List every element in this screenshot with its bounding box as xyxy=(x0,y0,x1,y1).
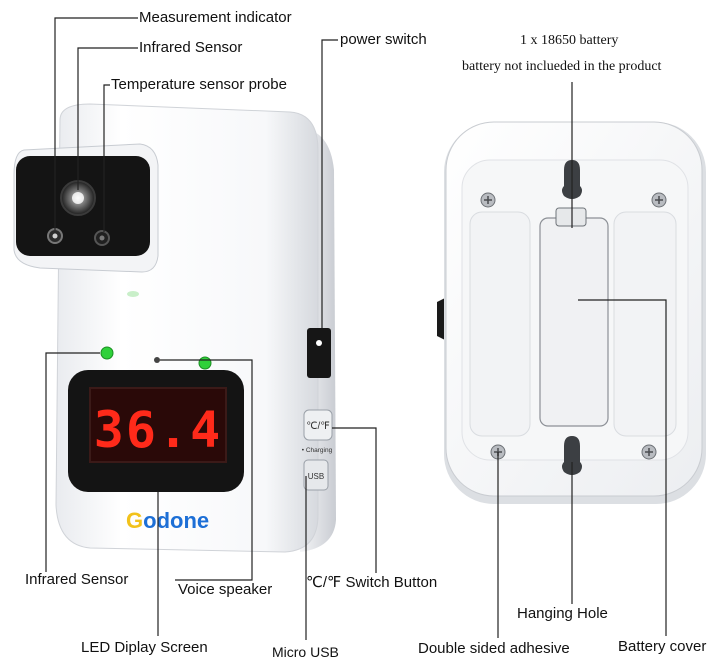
speaker-hole xyxy=(154,357,160,363)
label-micro-usb: Micro USB xyxy=(272,644,339,660)
micro-usb-port xyxy=(303,459,329,491)
label-infrared-sensor-bottom: Infrared Sensor xyxy=(25,571,129,588)
label-battery-line1: 1 x 18650 battery xyxy=(520,33,619,48)
svg-text:• Charging: • Charging xyxy=(302,447,333,454)
label-hanging-hole: Hanging Hole xyxy=(517,605,608,622)
power-switch xyxy=(307,328,331,378)
brand-logo: Godone xyxy=(126,508,209,533)
indicator-green-left xyxy=(100,346,114,360)
label-power-switch: power switch xyxy=(340,31,427,48)
label-adhesive: Double sided adhesive xyxy=(418,640,570,657)
label-voice-speaker: Voice speaker xyxy=(178,581,273,598)
label-battery-cover: Battery cover xyxy=(618,638,707,655)
label-unit-switch: ℃/℉ Switch Button xyxy=(306,574,438,591)
indicator-green-right xyxy=(198,356,212,370)
svg-text:USB: USB xyxy=(308,472,324,481)
label-measurement-indicator: Measurement indicator xyxy=(139,9,292,26)
back-device xyxy=(437,121,706,504)
hanging-hole-bottom xyxy=(562,436,582,475)
leader-lines xyxy=(45,17,667,640)
unit-switch-button xyxy=(303,409,333,441)
label-infrared-sensor-top: Infrared Sensor xyxy=(139,39,243,56)
svg-text:℃/℉: ℃/℉ xyxy=(306,421,330,432)
label-led-screen: LED Diplay Screen xyxy=(81,639,208,656)
led-display-value: 36.4 xyxy=(94,401,222,459)
front-device: 36.4 Godone ℃/℉ • Charging USB xyxy=(13,103,336,553)
label-temperature-probe: Temperature sensor probe xyxy=(111,76,287,93)
battery-cover-panel xyxy=(539,217,609,427)
label-battery-line2: battery not inclueded in the product xyxy=(462,59,662,74)
